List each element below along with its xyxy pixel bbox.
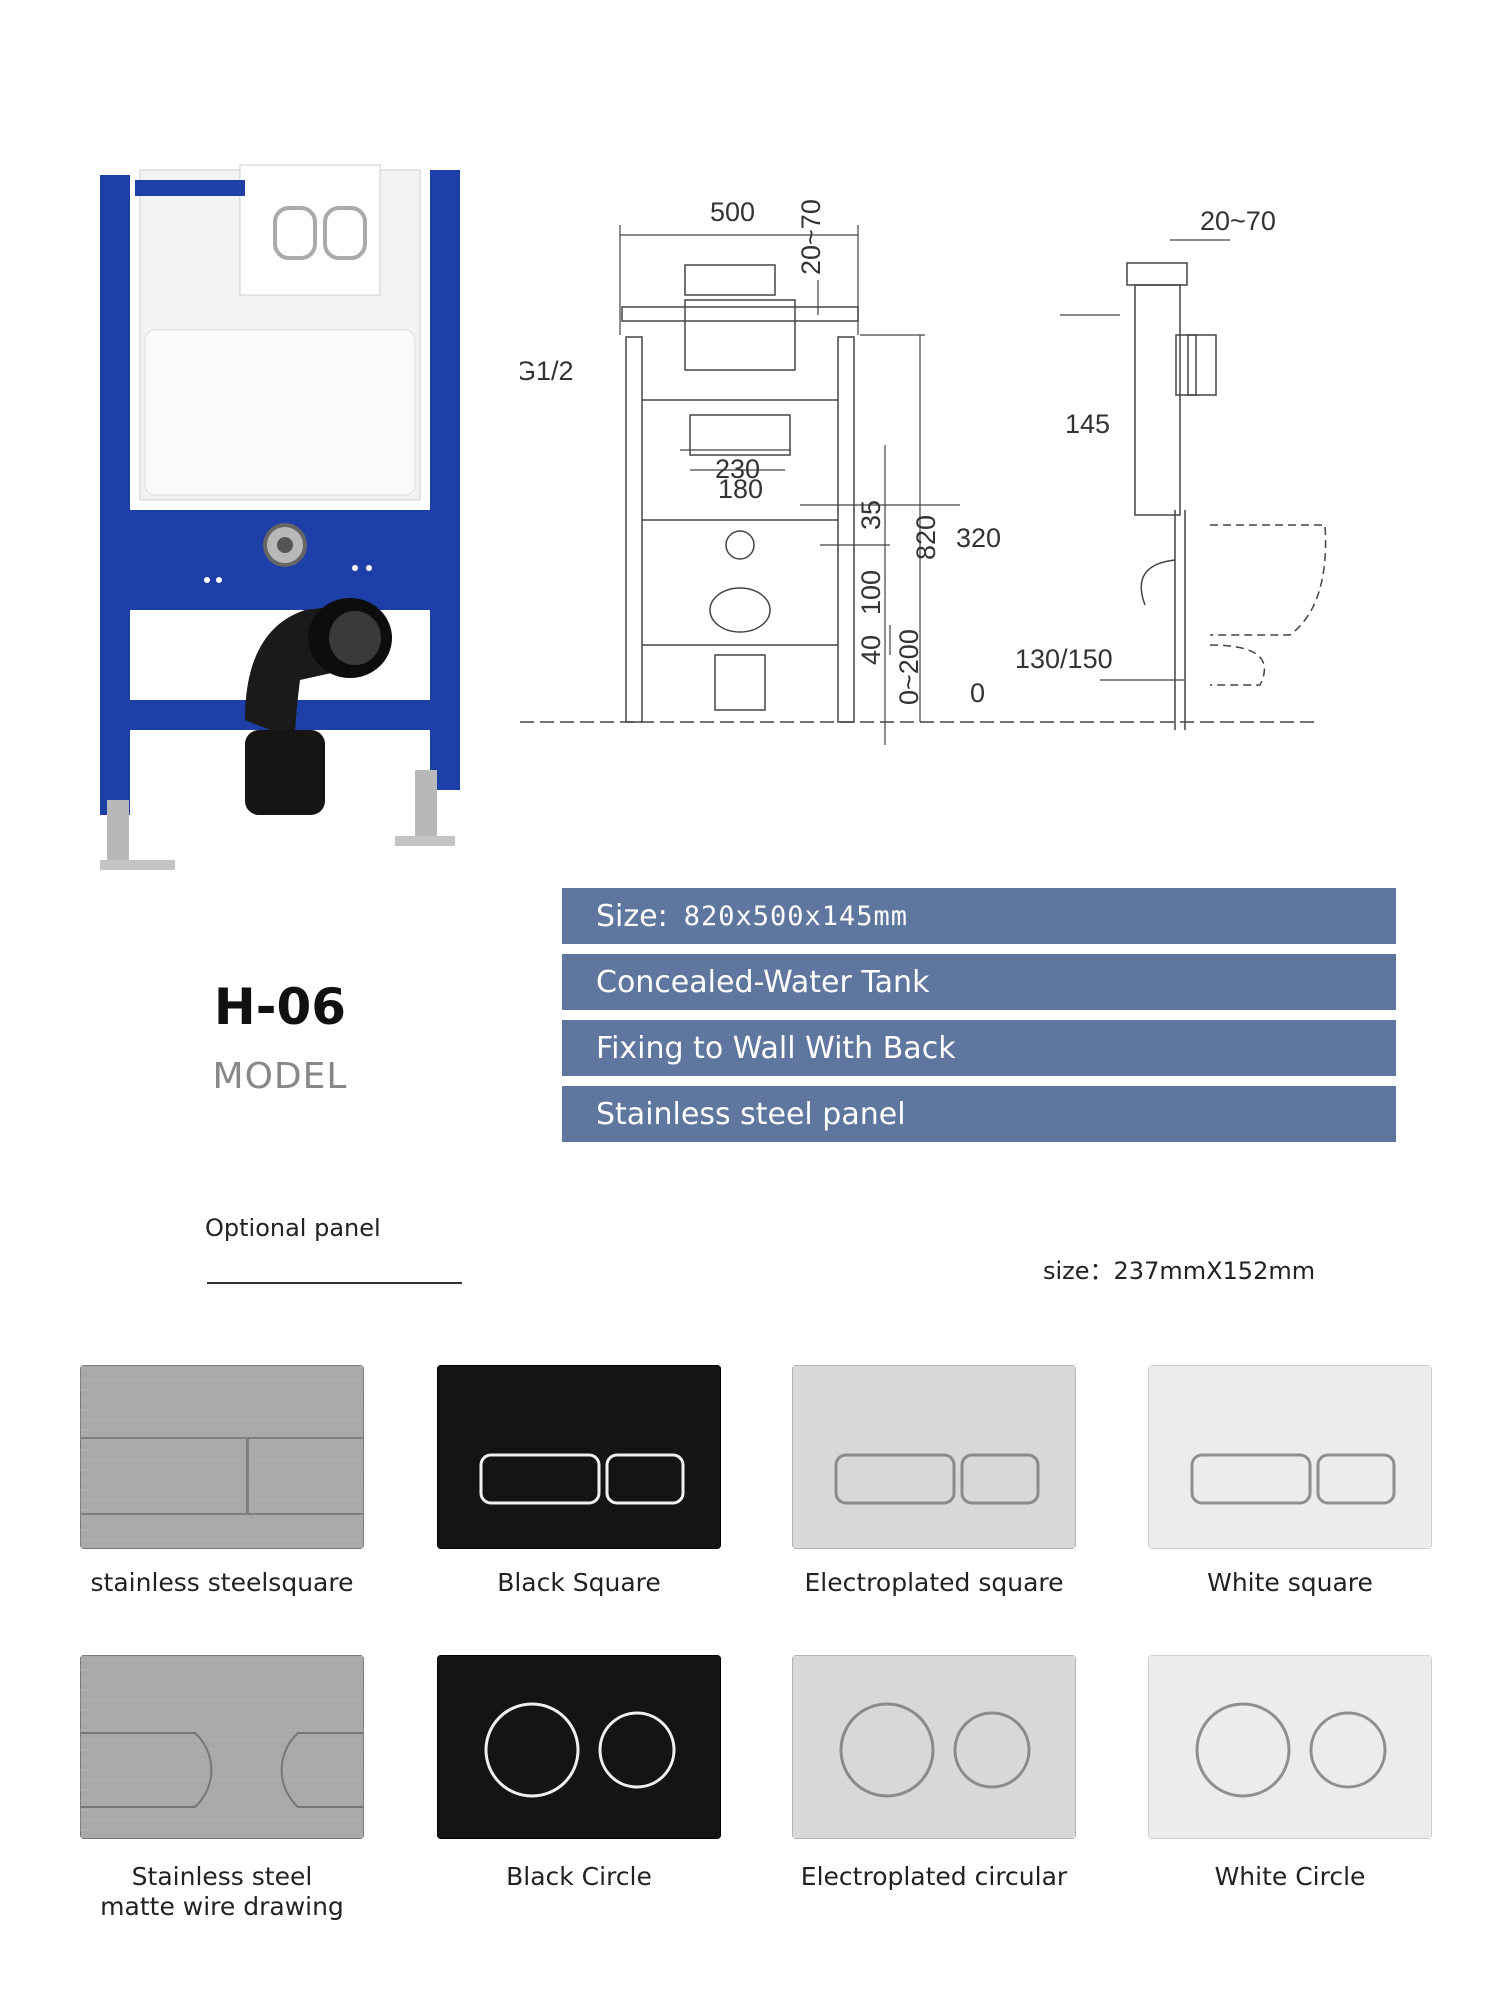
flush-panel-stainless-square — [80, 1365, 364, 1549]
panel-graphic — [437, 1365, 721, 1549]
panel-caption: stainless steelsquare — [52, 1568, 392, 1598]
heading-underline — [207, 1282, 462, 1284]
panel-caption-line: Electroplated circular — [800, 1862, 1068, 1891]
dim-20-70-side: 20~70 — [1200, 206, 1276, 236]
spec-bar-size: Size: 820x500x145mm — [562, 888, 1396, 944]
dim-g12: G1/2 — [520, 356, 574, 386]
panel-size-text: size：237mmX152mm — [1043, 1257, 1316, 1285]
flush-panel-electroplated-circle — [792, 1655, 1076, 1839]
flush-panel-black-square — [437, 1365, 721, 1549]
panel-caption-line: Black Square — [497, 1568, 661, 1597]
panel-caption-line: White square — [1207, 1568, 1373, 1597]
dim-320: 320 — [956, 523, 1001, 553]
spec-label: Size: — [596, 898, 668, 934]
model-code: H-06 — [213, 978, 347, 1036]
spec-label: Concealed-Water Tank — [596, 964, 930, 1000]
dim-145: 145 — [1065, 409, 1110, 439]
panel-caption: Electroplated circular — [764, 1862, 1104, 1892]
panel-caption: White Circle — [1120, 1862, 1460, 1892]
spec-label: Stainless steel panel — [596, 1096, 906, 1132]
spec-bar-panel: Stainless steel panel — [562, 1086, 1396, 1142]
model-label: MODEL — [212, 1056, 348, 1097]
panel-caption: Black Square — [409, 1568, 749, 1598]
technical-drawing: 500 20~70 20~70 G1/2 230 180 35 820 320 … — [515, 185, 1340, 775]
dim-0: 0 — [970, 678, 985, 708]
panel-caption-line: White Circle — [1214, 1862, 1366, 1891]
dim-180: 180 — [718, 474, 763, 504]
panel-graphic — [80, 1655, 364, 1839]
panel-graphic — [1148, 1365, 1432, 1549]
dim-230: 230 — [715, 454, 760, 484]
panel-caption: White square — [1120, 1568, 1460, 1598]
dim-820: 820 — [911, 515, 941, 560]
flush-panel-white-square — [1148, 1365, 1432, 1549]
panel-graphic — [80, 1365, 364, 1549]
flush-panel-black-circle — [437, 1655, 721, 1839]
dim-40: 40 — [856, 635, 886, 665]
flush-panel-white-circle — [1148, 1655, 1432, 1839]
panel-graphic — [437, 1655, 721, 1839]
panel-caption-line: Stainless steel — [131, 1862, 313, 1891]
flush-panel-stainless-oval — [80, 1655, 364, 1839]
dim-500: 500 — [710, 197, 755, 227]
dim-100: 100 — [856, 570, 886, 615]
dimension-drawing: 500 20~70 20~70 G1/2 230 180 35 820 320 … — [515, 197, 1327, 745]
panel-caption-line: matte wire drawing — [100, 1892, 344, 1921]
dim-20-70-top: 20~70 — [796, 199, 826, 275]
flush-panel-electroplated-square — [792, 1365, 1076, 1549]
optional-panel-heading: Optional panel — [205, 1218, 381, 1242]
spec-value: 820x500x145mm — [683, 900, 909, 932]
spec-label: Fixing to Wall With Back — [596, 1030, 956, 1066]
spec-bar-fixing: Fixing to Wall With Back — [562, 1020, 1396, 1076]
panel-caption-line: stainless steelsquare — [90, 1568, 354, 1597]
panel-graphic — [792, 1365, 1076, 1549]
panel-graphic — [792, 1655, 1076, 1839]
panel-caption: Black Circle — [409, 1862, 749, 1892]
panel-caption-line: Electroplated square — [804, 1568, 1064, 1597]
panel-caption: Electroplated square — [764, 1568, 1104, 1598]
dim-35: 35 — [856, 500, 886, 530]
frame-illustration — [100, 164, 460, 870]
spec-bar-tank: Concealed-Water Tank — [562, 954, 1396, 1010]
product-photo — [95, 160, 475, 890]
panel-graphic — [1148, 1655, 1432, 1839]
dim-0-200: 0~200 — [894, 629, 924, 705]
dim-130-150: 130/150 — [1015, 644, 1113, 674]
panel-caption-line: Black Circle — [506, 1862, 652, 1891]
